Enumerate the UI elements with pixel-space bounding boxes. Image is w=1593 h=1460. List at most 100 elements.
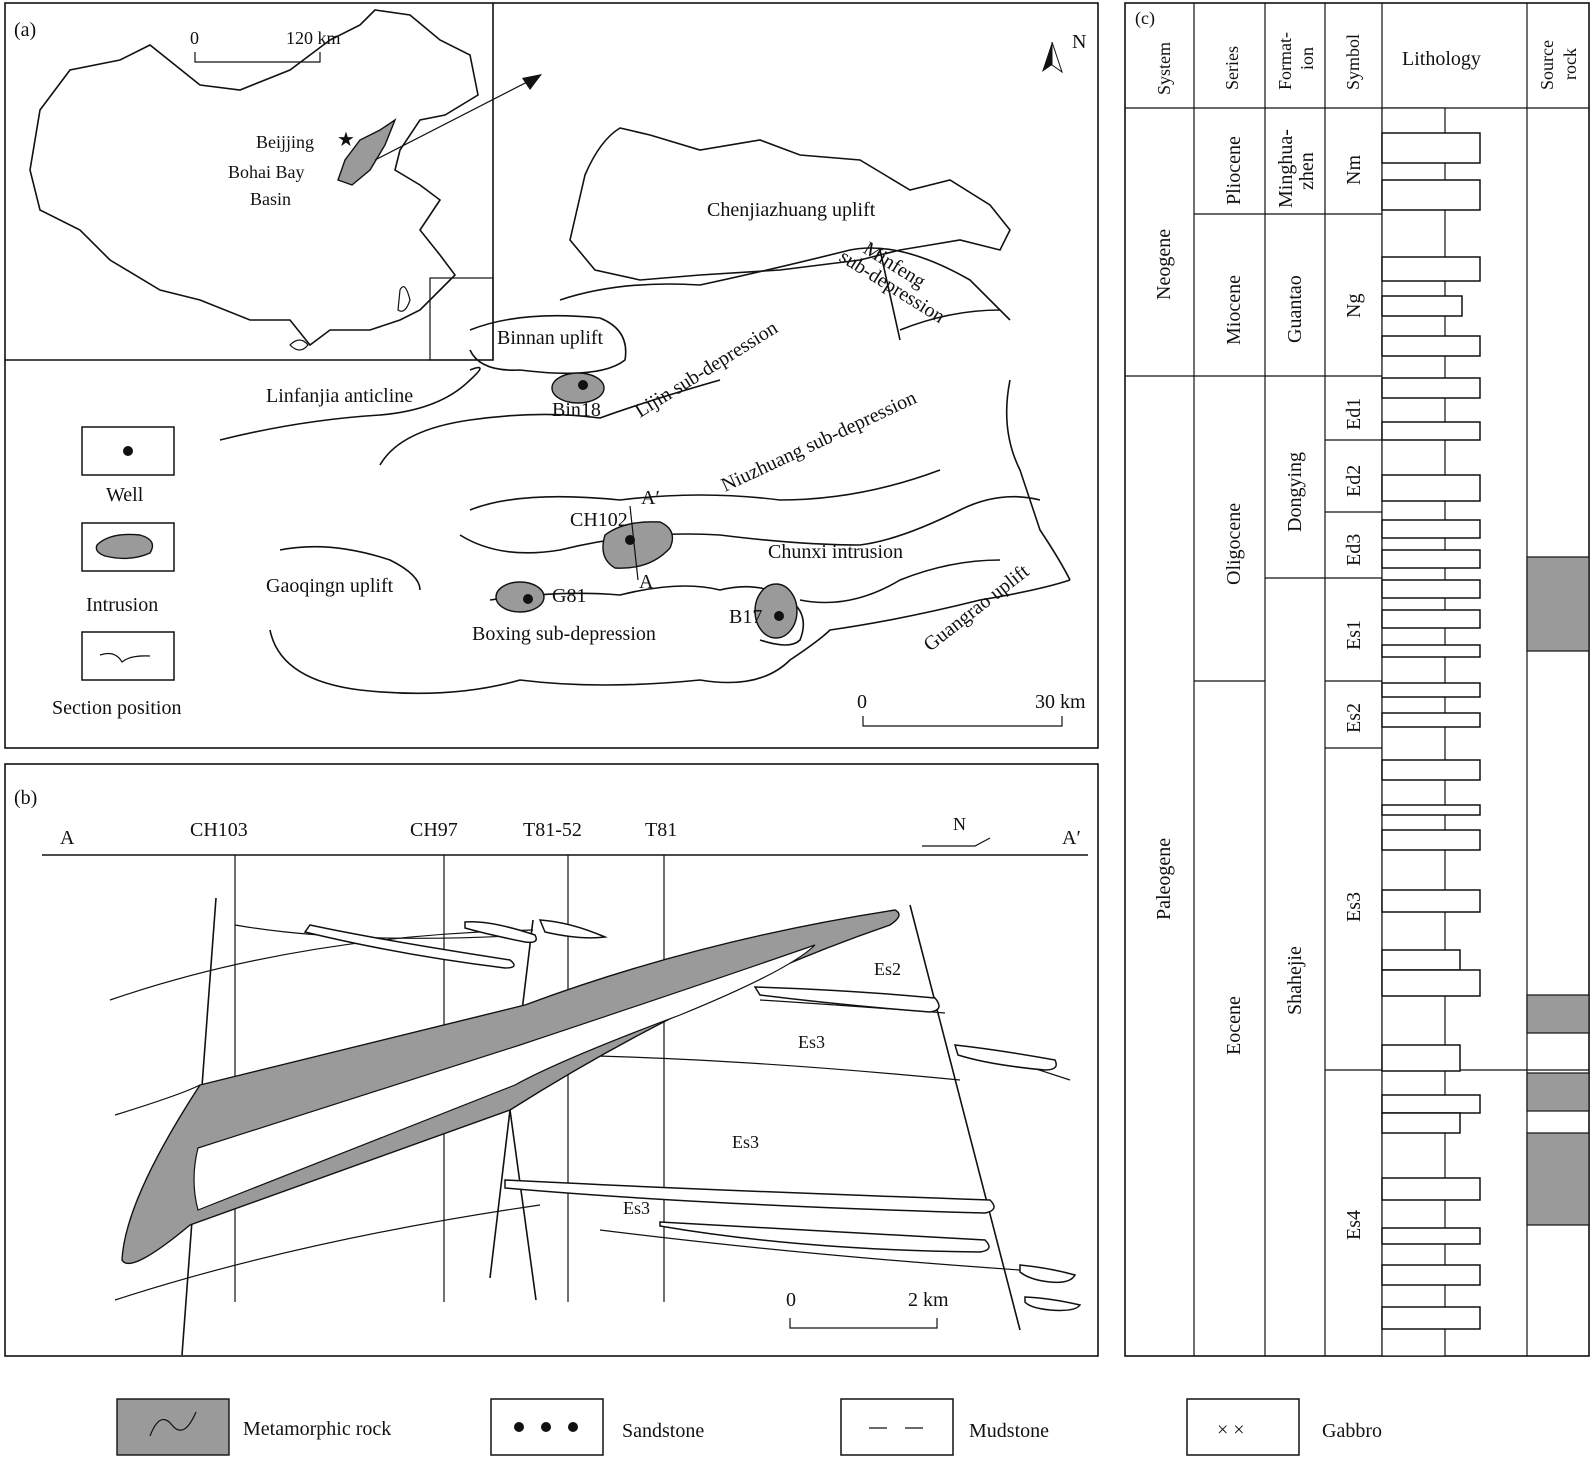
bed-sand-23 [1381, 1264, 1481, 1286]
unit-es3-label-1: Es3 [798, 1032, 825, 1052]
bed-sand-16 [1381, 804, 1481, 816]
legend-intrusion-label: Intrusion [86, 594, 158, 616]
panel-a-frame [4, 2, 1099, 749]
intrusion-chunxi [602, 521, 674, 569]
basin-label-1: Bohai Bay [228, 162, 305, 182]
stratum-1 [109, 929, 534, 1001]
inset-arrow [374, 77, 536, 161]
scale-bar-b [789, 1318, 938, 1329]
east-boundary [1005, 379, 1071, 581]
bed-sand-20 [1381, 1094, 1481, 1114]
legend-sand-dot-2 [541, 1422, 551, 1432]
bed-sand-7 [1381, 474, 1481, 502]
system-paleogene: Paleogene [1153, 838, 1175, 920]
sandstone-lens-3 [538, 919, 608, 939]
north-indicator-b [922, 837, 991, 847]
intrusion-g81 [495, 581, 545, 613]
legend-section-box [81, 631, 175, 681]
bed-sand-9 [1381, 549, 1481, 569]
legend-metamorphic-label: Metamorphic rock [243, 1418, 391, 1440]
niuzhuang-top [379, 379, 721, 466]
series-pliocene: Pliocene [1223, 136, 1245, 205]
sandstone-lens-6 [504, 1179, 995, 1214]
guangrao-label: Guangrao uplift [920, 560, 1034, 656]
bed-sand-10 [1381, 579, 1481, 599]
beijing-star-icon: ★ [337, 129, 355, 151]
legend-gabbro-symbol: × × [1217, 1419, 1245, 1441]
well-g81-dot [523, 594, 533, 604]
lithology-column [1381, 107, 1446, 1357]
sandstone-lens-2 [464, 921, 537, 944]
gaoqing-label: Gaoqingn uplift [266, 575, 394, 597]
header-source-1: Source [1537, 40, 1557, 90]
formation-minghua-1: Minghua- [1275, 129, 1297, 208]
legend-sand-dot-1 [514, 1422, 524, 1432]
north-arrow-icon-half [1051, 41, 1063, 74]
legend-well-dot [123, 446, 133, 456]
china-outline [29, 9, 479, 347]
series-oligocene: Oligocene [1223, 503, 1245, 585]
well-bin18-label: Bin18 [552, 399, 601, 421]
panel-a-label: (a) [14, 19, 36, 41]
well-ch102-label: CH102 [570, 509, 628, 531]
unit-es3-label-2: Es3 [732, 1132, 759, 1152]
beijing-label: Beijjing [256, 132, 314, 152]
stratum-6 [114, 1204, 541, 1301]
scale-a-value: 30 km [1035, 691, 1086, 713]
binnan-outline [469, 314, 627, 375]
chunxi-line [459, 495, 1041, 554]
section-end-a: A [639, 571, 654, 593]
taiwan-outline [397, 286, 411, 312]
intrusion-b17 [754, 583, 798, 639]
bed-gabbro-3 [1381, 1044, 1461, 1072]
fault-3 [489, 1109, 511, 1279]
panel-a: (a) 0 120 km ★ Beijjing Bohai Bay Basin … [4, 2, 1099, 749]
bed-sand-21 [1381, 1177, 1481, 1201]
legend-well-label: Well [106, 484, 144, 506]
source-rock-4 [1526, 1132, 1590, 1226]
bed-gabbro-1 [1381, 295, 1463, 317]
binnan-label: Binnan uplift [497, 327, 604, 349]
sandstone-lens-9 [1024, 1296, 1082, 1312]
bed-sand-8 [1381, 519, 1481, 539]
header-formation-2: ion [1297, 47, 1317, 70]
legend-mudstone-label: Mudstone [969, 1420, 1049, 1442]
series-eocene: Eocene [1223, 996, 1245, 1055]
minfeng-line [559, 247, 1011, 321]
bottom-legend: Metamorphic rock Sandstone Mudstone × × … [116, 1398, 1382, 1456]
formation-guantao: Guantao [1284, 275, 1306, 343]
formation-minghua-2: zhen [1296, 152, 1318, 190]
inset-scale-zero: 0 [190, 28, 199, 48]
panel-b: (b) A A′ CH103 CH97 T81-52 T81 N [4, 763, 1099, 1357]
well-ch102-dot [625, 535, 635, 545]
panel-b-north: N [953, 814, 966, 834]
sandstone-lens-7 [659, 1221, 990, 1253]
scale-a-zero: 0 [857, 691, 867, 713]
inset-scale-bar [194, 52, 321, 63]
boxing-label: Boxing sub-depression [472, 623, 656, 645]
linfanjia-line [219, 366, 481, 441]
scale-bar-a [862, 716, 1063, 727]
symbol-es3: Es3 [1343, 892, 1365, 922]
niuzhuang-lines [469, 469, 941, 511]
intrusion-bin18 [551, 372, 605, 404]
minfeng-lower [899, 309, 1001, 331]
legend-gabbro-label: Gabbro [1322, 1420, 1382, 1442]
well-t81-52-label: T81-52 [523, 819, 582, 841]
inset-arrow-head [522, 74, 542, 90]
header-source-2: rock [1560, 48, 1580, 80]
legend-sandstone-label: Sandstone [622, 1420, 704, 1442]
section-end-a-prime-b: A′ [1062, 827, 1081, 849]
chenjiazhuang-label: Chenjiazhuang uplift [707, 199, 876, 221]
symbol-es4: Es4 [1343, 1210, 1365, 1240]
bed-sand-17 [1381, 829, 1481, 851]
bed-sand-1 [1381, 132, 1481, 164]
stratum-2 [114, 1084, 201, 1116]
sandstone-lens-5 [953, 1044, 1057, 1071]
system-neogene: Neogene [1153, 229, 1175, 300]
panel-b-label: (b) [14, 787, 37, 809]
symbol-ed3: Ed3 [1343, 534, 1365, 566]
well-g81-label: G81 [552, 585, 586, 607]
niuzhuang-label: Niuzhuang sub-depression [718, 387, 920, 497]
